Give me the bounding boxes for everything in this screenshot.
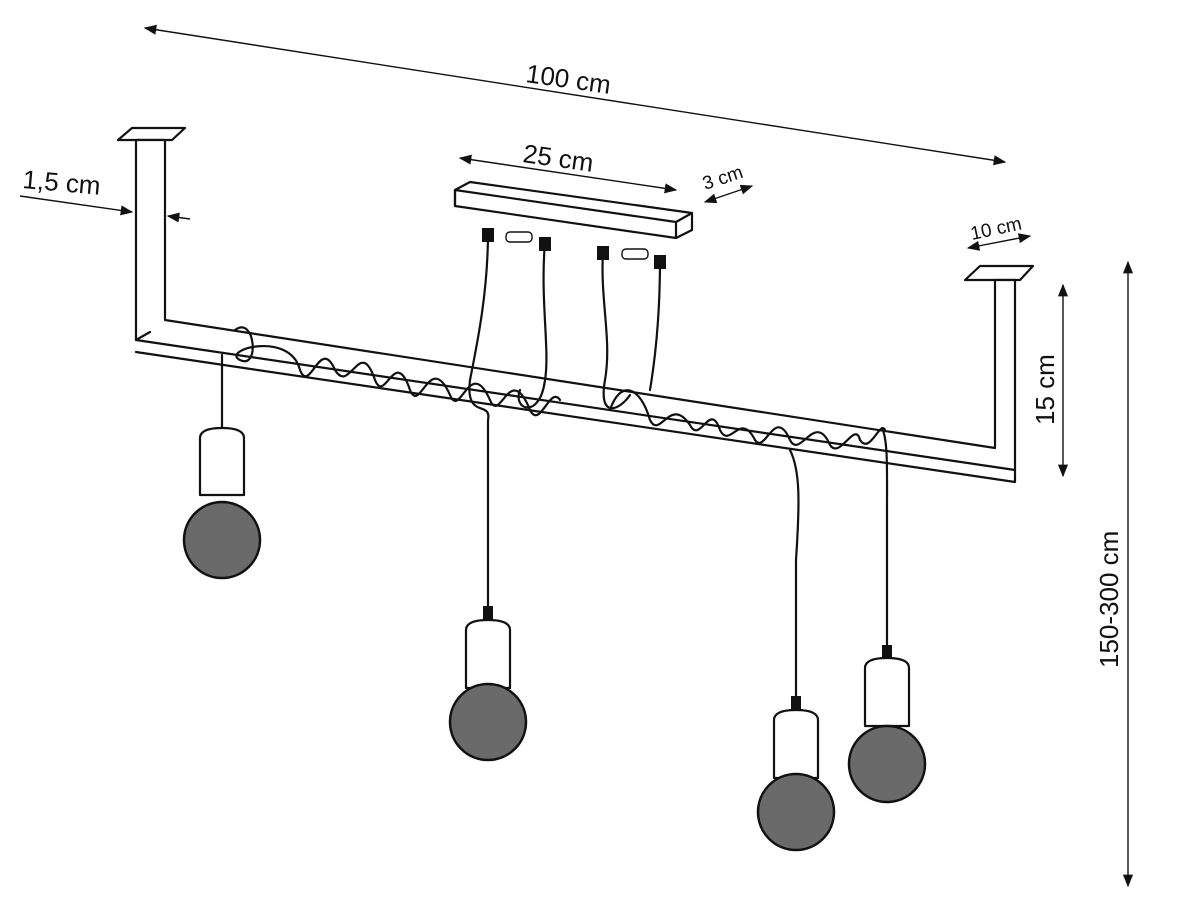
label-bar-drop: 15 cm bbox=[1030, 354, 1060, 425]
cable-grip bbox=[791, 696, 801, 710]
frame-bar-edge bbox=[134, 330, 1017, 484]
dim-canopy-width-line bbox=[703, 184, 754, 204]
bulb-icon bbox=[756, 772, 836, 852]
cables bbox=[220, 230, 889, 702]
label-mount-plate: 10 cm bbox=[969, 214, 1024, 245]
cable-canopy-b bbox=[517, 240, 548, 409]
label-canopy-length: 25 cm bbox=[521, 138, 595, 178]
canopy bbox=[453, 180, 694, 240]
dim-mount-plate-line bbox=[966, 233, 1032, 251]
socket bbox=[198, 426, 246, 497]
lamp-1 bbox=[182, 426, 262, 580]
screw-cover-1 bbox=[505, 231, 533, 243]
dim-bar-thickness-line-2 bbox=[166, 212, 191, 223]
dim-bar-thickness-line bbox=[19, 195, 134, 216]
socket bbox=[863, 656, 911, 728]
label-bar-thickness: 1,5 cm bbox=[21, 164, 101, 201]
grip-1 bbox=[482, 228, 494, 242]
cable-4 bbox=[880, 426, 889, 652]
cable-grip bbox=[882, 645, 892, 659]
cable-3 bbox=[788, 448, 800, 702]
wrapped-cable bbox=[233, 326, 887, 450]
lamp-3 bbox=[756, 696, 836, 852]
cable-canopy-c bbox=[601, 250, 632, 410]
grip-3 bbox=[597, 246, 609, 260]
bulb-icon bbox=[847, 724, 927, 804]
screw-cover-2 bbox=[621, 248, 649, 260]
canopy-edges bbox=[453, 188, 694, 240]
bulb-icon bbox=[448, 682, 528, 762]
grip-2 bbox=[539, 237, 551, 251]
right-mount-plate bbox=[963, 264, 1035, 282]
cable-grip bbox=[483, 606, 493, 620]
bulb-icon bbox=[182, 500, 262, 580]
label-total-length: 100 cm bbox=[524, 58, 613, 100]
socket bbox=[772, 708, 820, 780]
socket bbox=[464, 618, 512, 690]
dim-canopy-length-line bbox=[458, 154, 678, 194]
cable-canopy-d bbox=[648, 258, 662, 392]
left-mount-plate bbox=[116, 126, 187, 142]
dimension-labels: 100 cm 25 cm 3 cm 1,5 cm 10 cm 15 cm 150… bbox=[21, 58, 1124, 668]
frame bbox=[116, 126, 1035, 484]
lamp-2 bbox=[448, 606, 528, 762]
canopy-cable-grips bbox=[482, 228, 666, 269]
lamp-4 bbox=[847, 645, 927, 804]
cable-2 bbox=[468, 230, 490, 610]
dimension-lines bbox=[19, 24, 1134, 888]
label-total-height: 150-300 cm bbox=[1094, 531, 1124, 668]
frame-bar bbox=[134, 138, 1017, 472]
grip-4 bbox=[654, 255, 666, 269]
dim-total-length-line bbox=[143, 24, 1007, 166]
